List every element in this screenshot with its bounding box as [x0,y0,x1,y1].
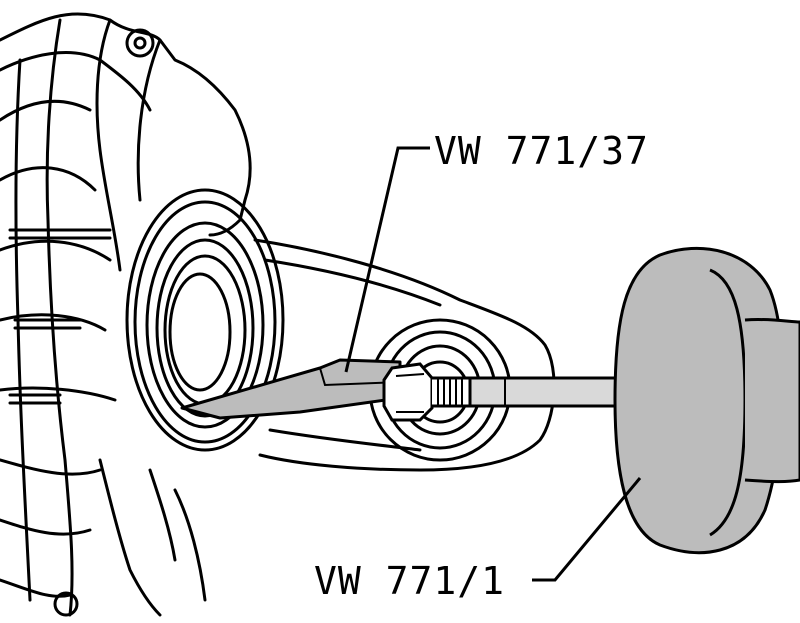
label-tool-771-1: VW 771/1 [314,559,506,603]
puller-hook-tool [180,358,402,420]
leader-line-tool-37 [344,146,430,373]
transmission-housing [0,12,252,617]
slide-hammer-weight [613,247,800,555]
leader-line-tool-1 [532,477,642,582]
label-tool-771-37: VW 771/37 [434,129,649,173]
slide-hammer-shaft [468,376,637,408]
hex-adapter [382,362,472,422]
oil-seal [125,188,285,452]
leader-lines [344,146,642,582]
